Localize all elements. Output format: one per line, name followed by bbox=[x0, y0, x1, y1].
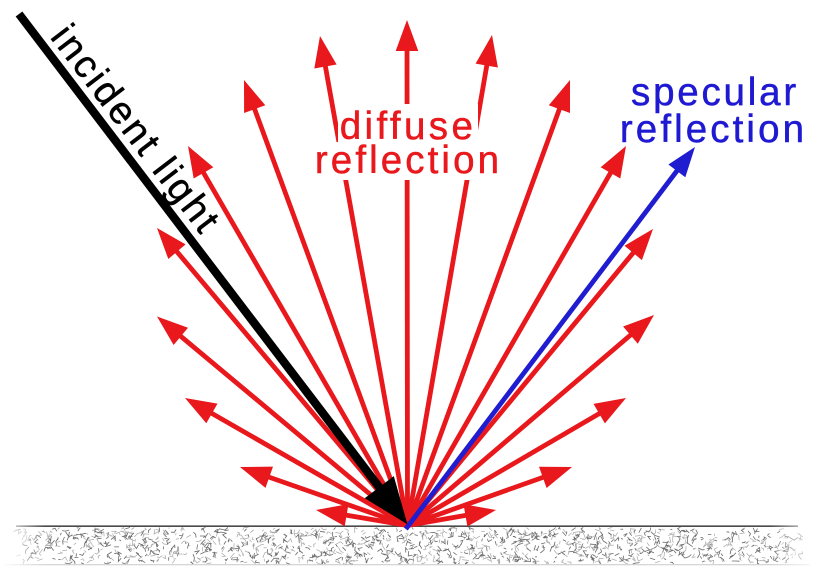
svg-text:diffuse: diffuse bbox=[340, 105, 477, 148]
svg-text:reflection: reflection bbox=[315, 139, 502, 182]
svg-text:reflection: reflection bbox=[620, 108, 807, 151]
svg-text:specular: specular bbox=[631, 71, 799, 114]
